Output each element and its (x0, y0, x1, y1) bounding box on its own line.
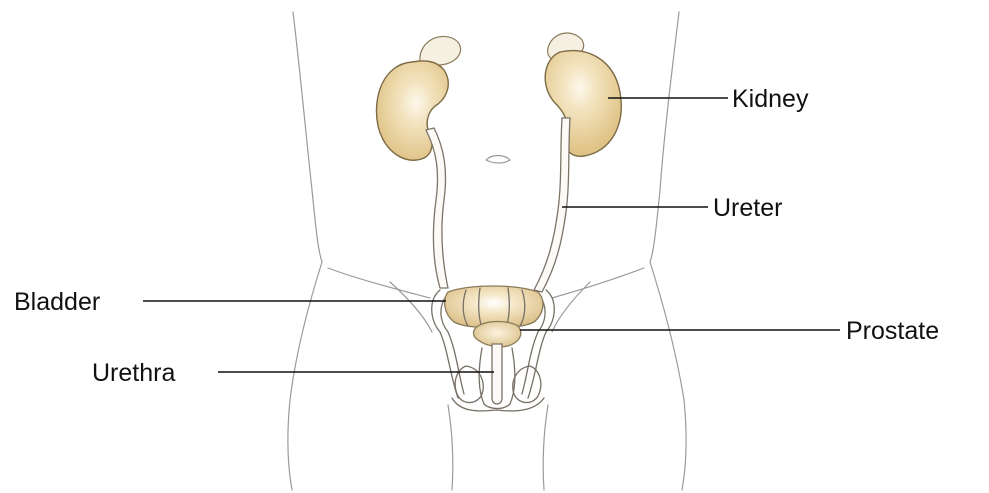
left-groin-crease (328, 268, 430, 298)
kidney-label: Kidney (732, 85, 809, 113)
left-thigh-outline (288, 262, 322, 490)
right-groin-crease (552, 268, 644, 298)
prostate (474, 322, 521, 347)
body-outline (288, 12, 686, 490)
right-kidney (545, 33, 621, 156)
prostate-label: Prostate (846, 317, 939, 345)
right-ureter-tube (534, 118, 570, 292)
urethra-tube (492, 344, 502, 404)
labels: Kidney Ureter Bladder Prostate Urethra (14, 85, 939, 387)
urethra (452, 344, 544, 411)
left-inner-leg (448, 405, 453, 490)
prostate-shape (474, 322, 521, 347)
right-ureter (534, 118, 570, 292)
left-kidney (376, 36, 460, 160)
right-thigh-outline (650, 262, 686, 490)
navel (486, 156, 510, 164)
right-kidney-shape (545, 51, 621, 157)
right-groin-crease-2 (552, 282, 590, 332)
torso-right-edge (650, 12, 679, 262)
ureter-label: Ureter (713, 194, 782, 222)
right-inner-leg (543, 405, 548, 490)
bladder-label: Bladder (14, 288, 100, 316)
urethra-label: Urethra (92, 359, 175, 387)
torso-left-edge (293, 12, 322, 262)
